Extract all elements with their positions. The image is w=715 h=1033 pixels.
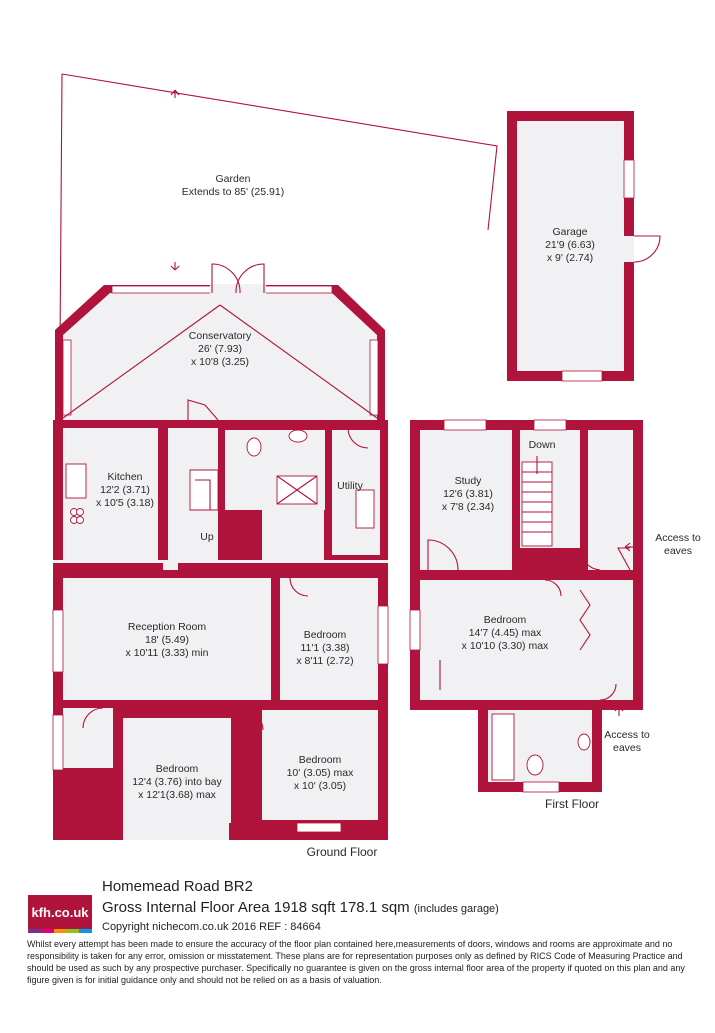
reception-dim1: 18' (5.49): [145, 634, 189, 646]
bedroom-gf2-label: Bedroom: [156, 763, 199, 775]
up-label: Up: [200, 531, 214, 543]
floor-plan: Garden Extends to 85' (25.91) Garage 21'…: [0, 73, 715, 872]
gia-note: (includes garage): [413, 903, 499, 915]
disclaimer: Whilst every attempt has been made to en…: [27, 939, 685, 985]
bedroom-ff-label: Bedroom: [484, 614, 527, 626]
stairs-down: [521, 456, 553, 547]
bedroom-gf1-dim2: x 8'11 (2.72): [296, 655, 353, 667]
logo-color-3: [53, 929, 67, 933]
reception-label: Reception Room: [128, 621, 206, 633]
eaves-label-2a: Access to: [604, 729, 650, 741]
ground-floor: [53, 399, 388, 574]
first-floor-label: First Floor: [545, 797, 599, 811]
garden-label: Garden: [215, 173, 250, 185]
conservatory-dim2: x 10'8 (3.25): [191, 356, 249, 368]
eaves-label-2b: eaves: [613, 742, 641, 754]
copyright: Copyright nichecom.co.uk 2016 REF : 8466…: [102, 921, 321, 933]
kfh-logo: kfh.co.uk: [28, 895, 92, 929]
study-label: Study: [455, 475, 483, 487]
first-floor: [409, 419, 643, 793]
gia-text: Gross Internal Floor Area 1918 sqft 178.…: [102, 899, 410, 916]
kitchen-dim1: 12'2 (3.71): [100, 484, 150, 496]
logo-color-1: [28, 929, 41, 933]
eaves-label-1b: eaves: [664, 545, 692, 557]
bedroom-gf1-label: Bedroom: [304, 629, 347, 641]
kitchen-dim2: x 10'5 (3.18): [96, 497, 154, 509]
bedroom-ff-dim2: x 10'10 (3.30) max: [462, 640, 549, 652]
kitchen-label: Kitchen: [107, 471, 142, 483]
conservatory: [55, 263, 385, 420]
bedroom-gf3-dim1: 10' (3.05) max: [287, 767, 355, 779]
reception-dim2: x 10'11 (3.33) min: [126, 647, 209, 659]
garage: [507, 111, 661, 382]
garden-dims: Extends to 85' (25.91): [182, 186, 284, 198]
ground-floor-label: Ground Floor: [307, 845, 378, 859]
utility-label: Utility: [337, 480, 363, 492]
bedroom-gf3-label: Bedroom: [299, 754, 342, 766]
bedroom-gf2-dim1: 12'4 (3.76) into bay: [132, 776, 222, 788]
logo-color-4: [66, 929, 80, 933]
property-address: Homemead Road BR2: [102, 878, 253, 895]
ground-floor-lower: [0, 570, 715, 872]
garage-dim1: 21'9 (6.63): [545, 239, 595, 251]
logo-color-2: [40, 929, 54, 933]
study-dim1: 12'6 (3.81): [443, 488, 493, 500]
conservatory-dim1: 26' (7.93): [198, 343, 242, 355]
bedroom-gf2-dim2: x 12'1(3.68) max: [138, 789, 217, 801]
garden-outline: [59, 73, 498, 346]
bedroom-gf1-dim1: 11'1 (3.38): [300, 642, 349, 654]
study-dim2: x 7'8 (2.34): [442, 501, 494, 513]
eaves-label-1a: Access to: [655, 532, 701, 544]
logo-color-5: [79, 929, 92, 933]
garage-dim2: x 9' (2.74): [547, 252, 593, 264]
logo-color-bar: [28, 929, 92, 933]
down-label: Down: [529, 439, 556, 451]
bedroom-ff-dim1: 14'7 (4.45) max: [469, 627, 542, 639]
bedroom-gf3-dim2: x 10' (3.05): [294, 780, 346, 792]
gross-internal-area: Gross Internal Floor Area 1918 sqft 178.…: [102, 899, 499, 916]
conservatory-label: Conservatory: [189, 330, 252, 342]
garage-label: Garage: [552, 226, 587, 238]
